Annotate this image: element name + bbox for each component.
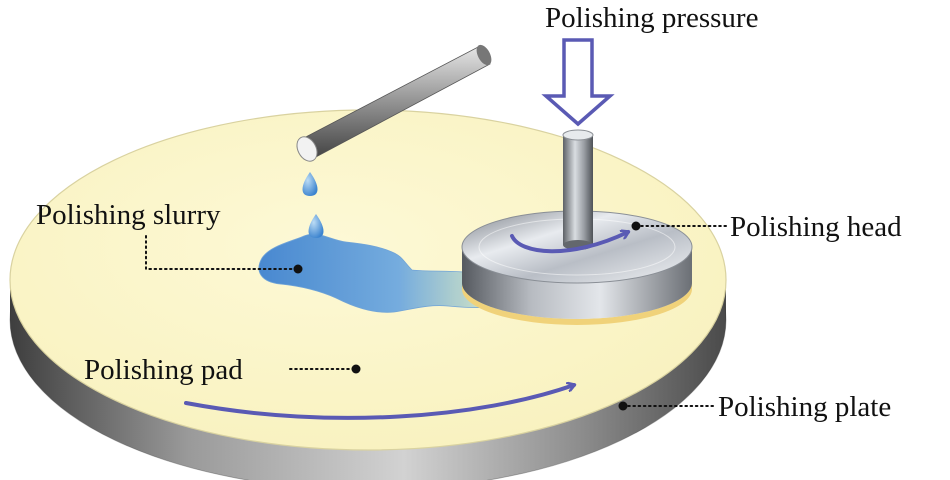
head-rotation-arrow-icon [510,232,628,254]
label-polishing-pad: Polishing pad [84,354,243,386]
plate-rotation-arrow-icon [184,385,574,420]
leader-pad [289,364,361,374]
label-polishing-slurry: Polishing slurry [36,199,221,231]
pressure-arrow-icon [541,38,615,127]
leader-head [631,221,729,231]
leader-plate [618,401,714,411]
label-polishing-head: Polishing head [730,211,902,243]
slurry-tube [296,44,492,162]
label-polishing-plate: Polishing plate [718,391,891,423]
leader-slurry [145,235,303,274]
label-polishing-pressure: Polishing pressure [545,2,758,34]
slurry-drops [302,172,324,238]
polishing-head-shaft [562,129,594,250]
